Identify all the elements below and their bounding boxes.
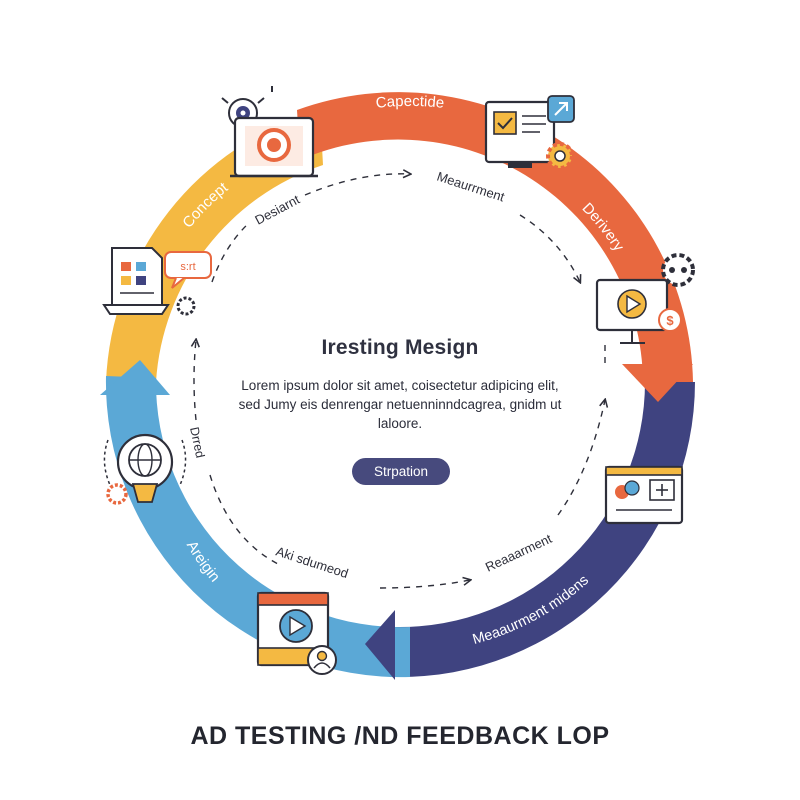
speech-bubble-text: s:rt bbox=[180, 261, 195, 273]
footer-title: AD TESTING /ND FEEDBACK LOP bbox=[190, 722, 610, 750]
svg-text:$: $ bbox=[666, 313, 674, 328]
dashed-arrow-left bbox=[194, 340, 196, 421]
gear-icon bbox=[546, 142, 574, 170]
gear-icon bbox=[106, 483, 128, 505]
ring-arrowhead-left bbox=[100, 360, 170, 395]
strpation-button[interactable]: Strpation bbox=[352, 458, 450, 485]
document-icon bbox=[102, 247, 170, 315]
user-icon bbox=[307, 645, 337, 675]
dashed-arrow-top-right bbox=[519, 214, 580, 282]
dashed-arrow-bottom-left bbox=[209, 474, 281, 566]
segment-label-top: Capectide bbox=[375, 93, 445, 112]
dashed-arrow-bottom bbox=[379, 580, 470, 589]
ring-segment-navy bbox=[395, 382, 695, 678]
inner-label-top-right: Meaurrment bbox=[435, 169, 507, 205]
checklist-monitor-icon bbox=[484, 95, 575, 168]
center-text-block: Iresting Mesign Lorem ipsum dolor sit am… bbox=[230, 330, 570, 433]
inner-label-top-left: Desiarnt bbox=[252, 191, 302, 227]
globe-bulb-icon bbox=[103, 433, 187, 503]
center-title: Iresting Mesign bbox=[321, 336, 479, 359]
video-monitor-icon bbox=[595, 278, 669, 344]
gear-icon bbox=[661, 253, 695, 287]
dashed-arrow-upper-left bbox=[211, 221, 251, 283]
dashed-arrow-top bbox=[304, 174, 410, 196]
dashed-arrow-bottom-right bbox=[557, 400, 605, 516]
monitor-target-icon bbox=[230, 116, 318, 178]
speech-bubble-icon: s:rt bbox=[164, 251, 212, 289]
center-body-text: Lorem ipsum dolor sit amet, coisectetur … bbox=[238, 378, 562, 431]
ring-arrowhead-right bbox=[622, 364, 693, 402]
ring-arrowhead-bottom bbox=[365, 610, 395, 680]
gear-icon bbox=[176, 296, 196, 316]
inner-label-bottom-right: Reaaarment bbox=[483, 531, 555, 575]
inner-label-left: Drred bbox=[187, 426, 207, 460]
dollar-icon: $ bbox=[658, 308, 682, 332]
inner-label-bottom-left: Aki sdumeod bbox=[274, 544, 350, 581]
presentation-board-icon bbox=[604, 465, 684, 525]
